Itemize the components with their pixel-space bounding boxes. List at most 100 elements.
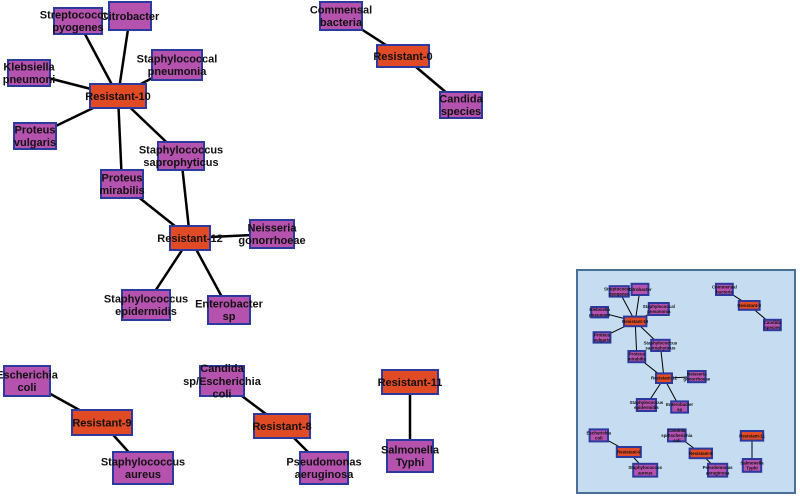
node-box[interactable] bbox=[108, 1, 152, 31]
minimap-node-r9[interactable]: Resistant-9 bbox=[615, 446, 642, 458]
node-box[interactable] bbox=[630, 282, 650, 296]
node-r0[interactable]: Resistant-0 bbox=[373, 44, 433, 68]
node-box[interactable] bbox=[707, 462, 729, 478]
node-box[interactable] bbox=[169, 225, 211, 251]
node-r12[interactable]: Resistant-12 bbox=[157, 225, 223, 251]
node-box[interactable] bbox=[100, 169, 144, 199]
node-box[interactable] bbox=[590, 306, 609, 319]
node-box[interactable] bbox=[647, 302, 670, 316]
node-label: Proteus bbox=[15, 125, 56, 137]
node-citro[interactable]: Citrobacter bbox=[101, 1, 160, 31]
node-box[interactable] bbox=[207, 295, 251, 325]
node-box[interactable] bbox=[655, 372, 673, 385]
minimap-node-r0[interactable]: Resistant-0 bbox=[737, 300, 762, 311]
node-box[interactable] bbox=[650, 338, 671, 353]
node-r8[interactable]: Resistant-8 bbox=[252, 413, 312, 439]
node-box[interactable] bbox=[376, 44, 430, 68]
node-label: sp/Escherichia bbox=[183, 376, 262, 388]
node-box[interactable] bbox=[737, 300, 761, 311]
node-box[interactable] bbox=[623, 315, 648, 328]
node-box[interactable] bbox=[112, 451, 174, 485]
minimap-node-r11[interactable]: Resistant-11 bbox=[739, 430, 765, 442]
node-box[interactable] bbox=[627, 350, 647, 364]
node-box[interactable] bbox=[299, 451, 349, 485]
minimap-node-citro[interactable]: Citrobacter bbox=[628, 282, 652, 296]
node-box[interactable] bbox=[386, 439, 434, 473]
node-box[interactable] bbox=[715, 282, 734, 296]
node-box[interactable] bbox=[381, 369, 439, 395]
node-box[interactable] bbox=[7, 59, 51, 87]
node-box[interactable] bbox=[632, 462, 659, 478]
node-label: Proteus bbox=[102, 173, 143, 185]
node-box[interactable] bbox=[592, 331, 612, 344]
node-r10[interactable]: Resistant-10 bbox=[85, 83, 151, 109]
node-box[interactable] bbox=[615, 446, 642, 458]
node-box[interactable] bbox=[635, 398, 657, 412]
node-box[interactable] bbox=[741, 458, 763, 473]
node-label: sp bbox=[677, 407, 682, 412]
node-r9[interactable]: Resistant-9 bbox=[71, 409, 133, 436]
node-box[interactable] bbox=[319, 1, 363, 31]
node-box[interactable] bbox=[249, 219, 295, 249]
node-box[interactable] bbox=[667, 428, 687, 443]
node-box[interactable] bbox=[121, 289, 171, 321]
node-box[interactable] bbox=[3, 365, 51, 397]
node-box[interactable] bbox=[157, 141, 205, 171]
node-label: Staphylococcus bbox=[101, 457, 185, 469]
node-box[interactable] bbox=[253, 413, 311, 439]
node-label: Streptococcus bbox=[40, 10, 116, 22]
node-box[interactable] bbox=[53, 7, 103, 35]
minimap-node-r10[interactable]: Resistant-10 bbox=[622, 315, 649, 328]
node-box[interactable] bbox=[71, 409, 133, 436]
node-box[interactable] bbox=[13, 122, 57, 150]
node-box[interactable] bbox=[89, 83, 147, 109]
node-box[interactable] bbox=[688, 447, 713, 460]
node-box[interactable] bbox=[199, 365, 245, 397]
minimap-node-r8[interactable]: Resistant-8 bbox=[688, 447, 713, 460]
node-r11[interactable]: Resistant-11 bbox=[378, 369, 443, 395]
node-box[interactable] bbox=[739, 430, 765, 442]
minimap-node-r12[interactable]: Resistant-12 bbox=[651, 372, 678, 385]
node-box[interactable] bbox=[608, 285, 630, 298]
node-box[interactable] bbox=[670, 400, 689, 414]
node-label: Candida bbox=[439, 94, 483, 106]
node-box[interactable] bbox=[151, 49, 203, 81]
node-box[interactable] bbox=[763, 318, 782, 332]
node-box[interactable] bbox=[439, 91, 483, 119]
node-box[interactable] bbox=[588, 428, 609, 443]
node-box[interactable] bbox=[687, 370, 707, 384]
